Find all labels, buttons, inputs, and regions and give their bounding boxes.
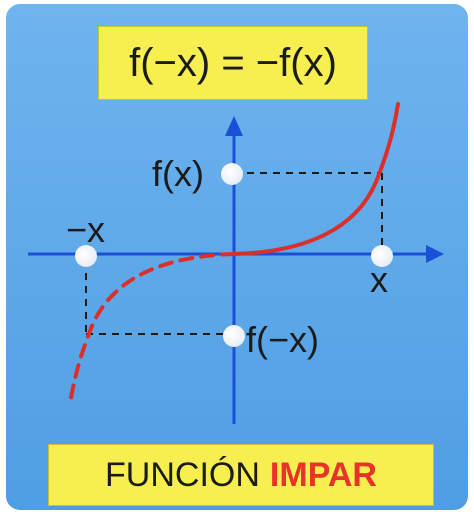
point-fx <box>221 163 243 185</box>
x-axis-arrow-icon <box>426 245 444 263</box>
point-fnegx <box>223 325 245 347</box>
label-fx: f(x) <box>152 153 204 194</box>
label-negx: −x <box>66 209 106 250</box>
formula-text: f(−x) = −f(x) <box>129 40 337 85</box>
point-x <box>371 245 393 267</box>
label-x: x <box>370 259 388 300</box>
curve-negative-branch <box>68 252 236 406</box>
footer-word-impar: IMPAR <box>269 455 377 494</box>
footer-box: FUNCIÓN IMPAR <box>48 444 434 506</box>
diagram-card: f(−x) = −f(x) f(x) −x x f(−x) FUNCIÓN IM… <box>6 4 468 510</box>
point-negx <box>75 245 97 267</box>
label-fnegx: f(−x) <box>246 319 320 360</box>
footer-word-funcion: FUNCIÓN <box>105 455 260 494</box>
y-axis-arrow-icon <box>225 116 243 136</box>
curve-positive-branch <box>232 102 400 256</box>
formula-box: f(−x) = −f(x) <box>98 26 368 100</box>
